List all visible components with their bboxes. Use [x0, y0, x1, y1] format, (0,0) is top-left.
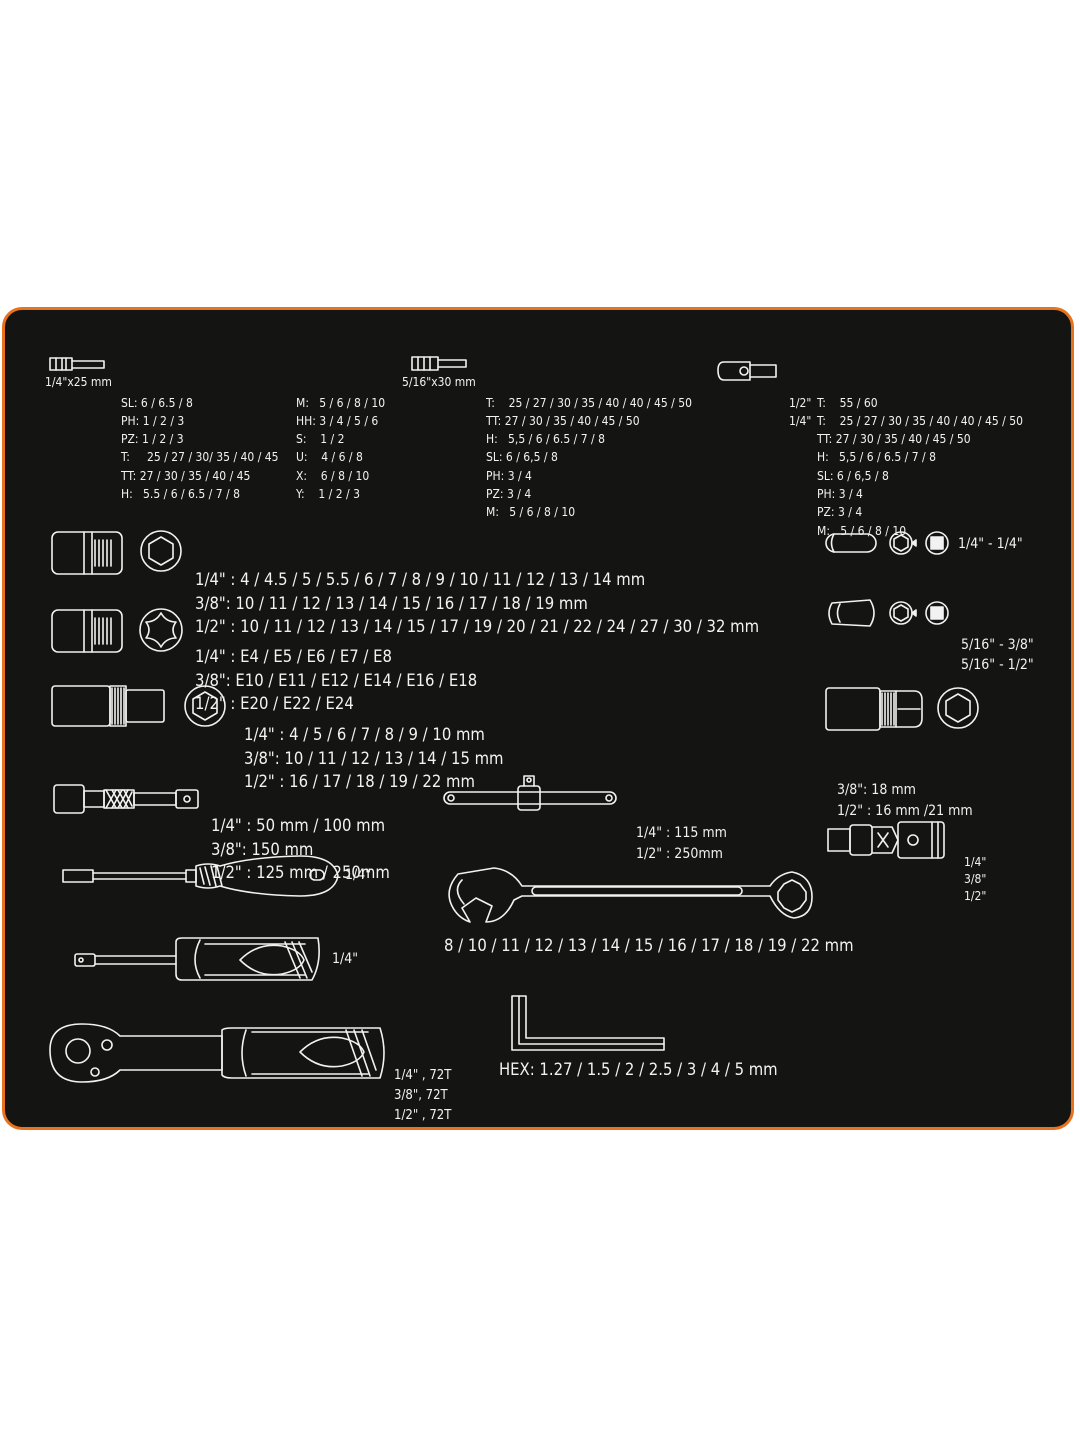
hex-socket-icon: [51, 530, 182, 575]
spinner-size: 1/4": [332, 951, 359, 967]
bit-30-size: 5/16"x30 mm: [402, 375, 476, 389]
universal-joint-sizes: 1/4"3/8"1/2": [964, 855, 987, 903]
adapter-1-icon: [825, 531, 949, 555]
bit-25mm-icon: [49, 357, 105, 371]
adapter-2-sizes: 5/16" - 3/8"5/16" - 1/2": [961, 637, 1034, 673]
t-handle-icon: [443, 775, 617, 811]
spark-plug-socket-icon: [825, 687, 979, 731]
adapter-2-icon: [828, 599, 949, 627]
hex-key-sizes: HEX: 1.27 / 1.5 / 2 / 2.5 / 3 / 4 / 5 mm: [499, 1060, 778, 1079]
hex-key-icon: [511, 995, 665, 1051]
combination-wrench-icon: [448, 867, 813, 923]
hex-socket-sizes: 1/4" : 4 / 4.5 / 5 / 5.5 / 6 / 7 / 8 / 9…: [195, 570, 760, 636]
bit-30mm-icon: [411, 356, 467, 371]
screwdriver-icon: [62, 855, 339, 897]
bit-30-list: T: 25 / 27 / 30 / 35 / 40 / 40 / 45 / 50…: [486, 395, 692, 520]
bit-socket-icon: [717, 361, 777, 381]
bit-25-size: 1/4"x25 mm: [45, 375, 112, 389]
universal-joint-icon: [827, 821, 945, 859]
screwdriver-size: 1/4": [345, 867, 372, 883]
bit-socket-drives: 1/2"1/4": [789, 395, 812, 428]
deep-socket-icon: [51, 685, 226, 727]
wrench-sizes: 8 / 10 / 11 / 12 / 13 / 14 / 15 / 16 / 1…: [444, 936, 854, 955]
extension-bar-icon: [53, 784, 199, 814]
adapter-1-size: 1/4" - 1/4": [958, 536, 1023, 552]
spinner-handle-icon: [74, 937, 320, 981]
torx-socket-icon: [51, 608, 183, 653]
ratchet-icon: [49, 1023, 385, 1083]
